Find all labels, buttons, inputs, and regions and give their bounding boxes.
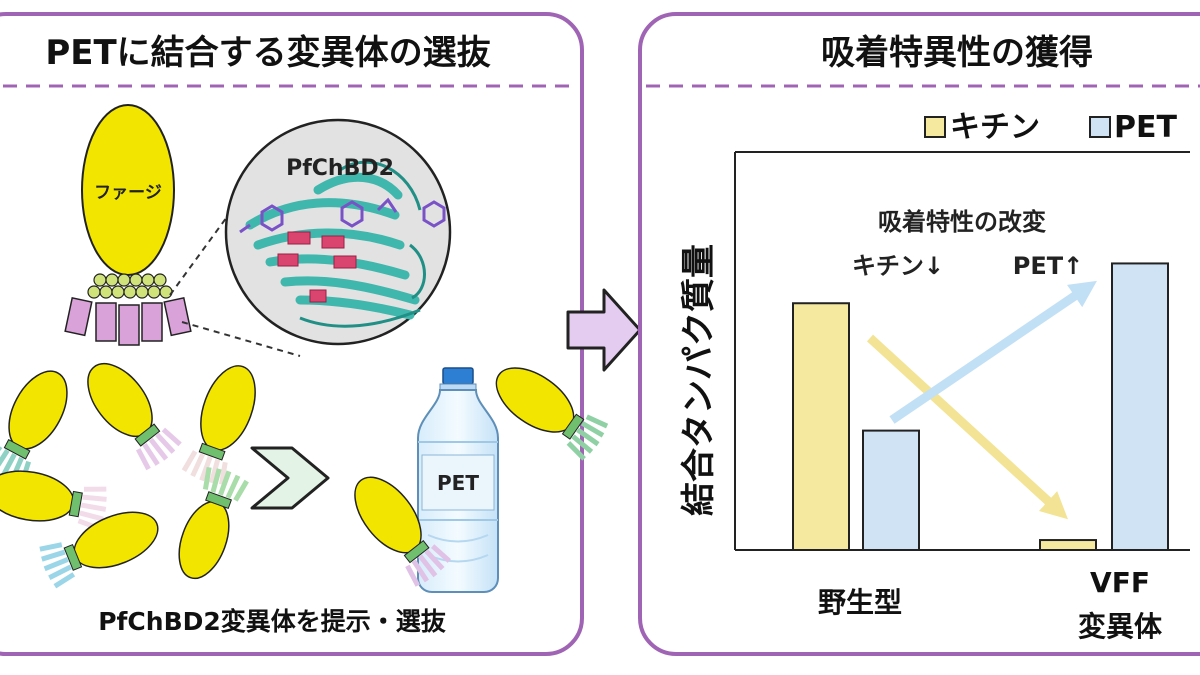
phage-swarm [0,363,256,589]
phage-label: ファージ [94,183,162,203]
trend-arrow-chitin [866,334,1068,520]
phage-small-icon [178,466,249,580]
phage-bound-icon [354,476,451,587]
phage-large-icon [64,104,192,346]
arrow-right-icon [566,288,642,372]
phage-small-icon [0,470,107,531]
bottle-label: PET [437,471,479,495]
x-tick-label-1-line2: 変異体 [1078,610,1163,643]
x-tick-label-1-line1: VFF [1090,566,1150,599]
phage-small-icon [87,363,182,471]
x-tick-label-0: 野生型 [818,586,902,619]
phage-small-icon [39,511,159,589]
legend-label-chitin: キチン [950,110,1040,145]
protein-structure-icon [224,118,452,346]
phage-small-icon [181,365,256,485]
left-panel: PETに結合する変異体の選抜 ファージ [0,12,609,656]
trend-arrow-pet [889,280,1097,424]
bar-pet-1 [1111,262,1169,551]
annotation-pet-up: PET↑ [1013,252,1083,280]
pet-bottle-icon [417,367,499,593]
bar-chitin-0 [792,302,850,551]
phage-bound-icon [495,367,609,461]
chevron-right-icon [250,446,330,510]
protein-label: PfChBD2 [286,156,394,181]
right-panel-title: 吸着特異性の獲得 [821,33,1093,73]
left-panel-caption: PfChBD2変異体を提示・選抜 [98,607,447,636]
annotation-chitin-down: キチン↓ [852,252,944,280]
bar-pet-0 [862,429,920,552]
legend-swatch-pet [1089,116,1111,138]
bar-chitin-1 [1039,539,1097,551]
legend-swatch-chitin [924,116,946,138]
annotation-line-1: 吸着特性の改変 [878,208,1046,236]
legend-label-pet: PET [1114,110,1177,145]
y-axis-label: 結合タンパク質量 [679,244,719,516]
left-panel-title: PETに結合する変異体の選抜 [45,33,490,73]
zoom-line-bottom [181,321,301,357]
phage-small-icon [0,370,68,484]
